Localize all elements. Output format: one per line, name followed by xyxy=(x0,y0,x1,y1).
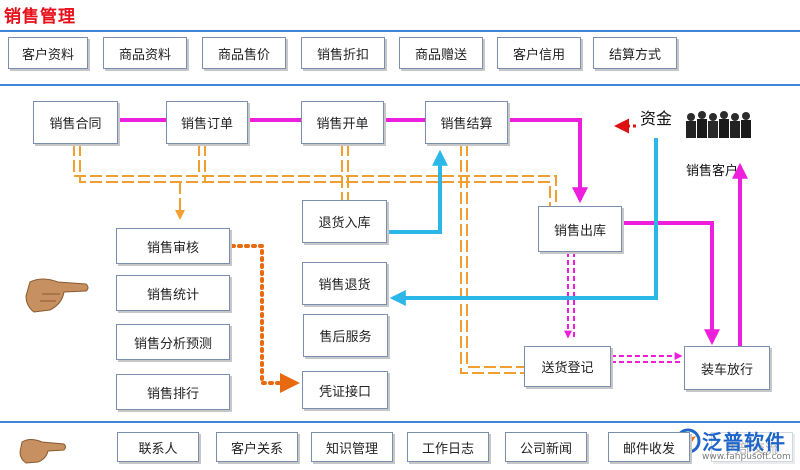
tab-product-info[interactable]: 商品资料 xyxy=(103,37,187,69)
tab-settlement-method[interactable]: 结算方式 xyxy=(593,37,677,69)
tab-company-news[interactable]: 公司新闻 xyxy=(505,432,587,462)
menu-sales-forecast[interactable]: 销售分析预测 xyxy=(116,324,230,360)
node-sales-invoice[interactable]: 销售开单 xyxy=(301,101,384,144)
node-sales-order[interactable]: 销售订单 xyxy=(166,101,248,144)
capital-label: 资金 xyxy=(640,109,673,128)
node-sales-settlement[interactable]: 销售结算 xyxy=(425,101,508,144)
tab-customer-relations[interactable]: 客户关系 xyxy=(216,432,298,462)
tab-work-log[interactable]: 工作日志 xyxy=(407,432,489,462)
voucher-flow xyxy=(230,244,300,393)
approval-bus xyxy=(73,144,557,374)
bottom-divider xyxy=(0,421,800,423)
node-return-stock-in[interactable]: 退货入库 xyxy=(302,200,387,243)
menu-sales-statistics[interactable]: 销售统计 xyxy=(116,275,230,311)
pointing-hand-small-icon xyxy=(19,439,66,464)
node-after-sales[interactable]: 售后服务 xyxy=(303,314,388,357)
node-delivery-registration[interactable]: 送货登记 xyxy=(524,346,611,387)
tab-customer-info[interactable]: 客户资料 xyxy=(8,37,88,69)
return-flow xyxy=(387,138,658,306)
tab-product-gift[interactable]: 商品赠送 xyxy=(399,37,483,69)
watermark-url: www.fanpusoft.com xyxy=(702,452,791,462)
customer-group-icon xyxy=(686,111,751,138)
delivery-flow xyxy=(564,252,683,363)
watermark-logo: 泛普软件 xyxy=(672,426,786,455)
flow-top-divider xyxy=(0,84,800,86)
watermark-brand: 泛普软件 xyxy=(702,430,786,454)
node-sales-outbound[interactable]: 销售出库 xyxy=(538,206,622,252)
main-flow xyxy=(118,118,748,346)
tab-knowledge-management[interactable]: 知识管理 xyxy=(311,432,393,462)
node-sales-contract[interactable]: 销售合同 xyxy=(33,101,118,144)
node-loading-release[interactable]: 装车放行 xyxy=(684,346,770,390)
pointing-hand-icon xyxy=(25,278,89,313)
page-title: 销售管理 xyxy=(4,7,76,27)
tab-internal-communication[interactable]: 内部交流 xyxy=(711,432,793,462)
tab-customer-credit[interactable]: 客户信用 xyxy=(497,37,581,69)
node-sales-return[interactable]: 销售退货 xyxy=(302,262,387,305)
tab-product-price[interactable]: 商品售价 xyxy=(202,37,286,69)
tab-sales-discount[interactable]: 销售折扣 xyxy=(301,37,385,69)
menu-sales-ranking[interactable]: 销售排行 xyxy=(116,374,230,410)
sales-customer-label: 销售客户 xyxy=(686,164,739,179)
menu-sales-audit[interactable]: 销售审核 xyxy=(116,228,230,264)
node-voucher-interface[interactable]: 凭证接口 xyxy=(302,371,388,409)
tab-contacts[interactable]: 联系人 xyxy=(117,432,199,462)
top-divider xyxy=(0,30,800,32)
tab-mail[interactable]: 邮件收发 xyxy=(608,432,690,462)
